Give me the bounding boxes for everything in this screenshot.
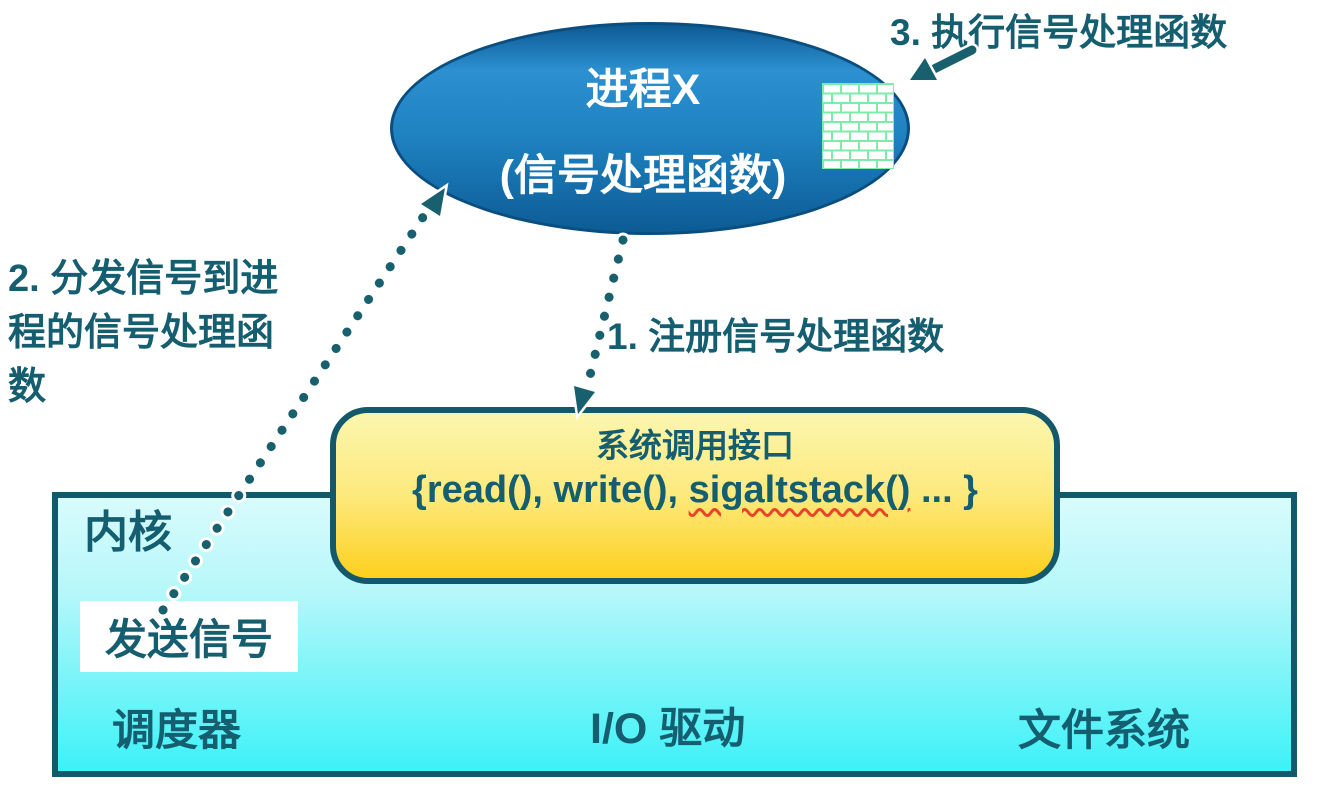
note-2-dispatch-signal: 2. 分发信号到进 程的信号处理函 数 <box>8 252 278 414</box>
note-2-line-3: 数 <box>8 366 47 408</box>
send-signal-box: 发送信号 <box>80 601 298 672</box>
kernel-label: 内核 <box>84 508 172 557</box>
syscall-title: 系统调用接口 <box>596 427 794 464</box>
syscall-interface-box: 系统调用接口 {read(), write(), sigaltstack() .… <box>330 407 1060 584</box>
note-2-line-1: 2. 分发信号到进 <box>8 258 279 300</box>
process-title: 进程X <box>585 65 701 114</box>
note-1-register-handler: 1. 注册信号处理函数 <box>607 316 945 357</box>
brick-wall-icon <box>821 82 895 174</box>
process-x-ellipse: 进程X (信号处理函数) <box>390 22 910 235</box>
kernel-component-scheduler: 调度器 <box>112 707 241 755</box>
note-2-line-2: 程的信号处理函 <box>8 312 275 354</box>
kernel-component-filesystem: 文件系统 <box>1018 707 1190 755</box>
send-signal-label: 发送信号 <box>104 616 273 663</box>
syscall-code-misspelled-word: sigaltstack() <box>688 469 911 511</box>
kernel-component-io-driver: I/O 驱动 <box>590 705 746 753</box>
note-3-execute-handler: 3. 执行信号处理函数 <box>890 12 1228 53</box>
syscall-code-suffix: ... } <box>910 469 978 511</box>
syscall-code-prefix: {read(), write(), <box>412 469 689 511</box>
process-subtitle: (信号处理函数) <box>499 151 787 200</box>
syscall-code-line: {read(), write(), sigaltstack() ... } <box>336 467 1054 513</box>
